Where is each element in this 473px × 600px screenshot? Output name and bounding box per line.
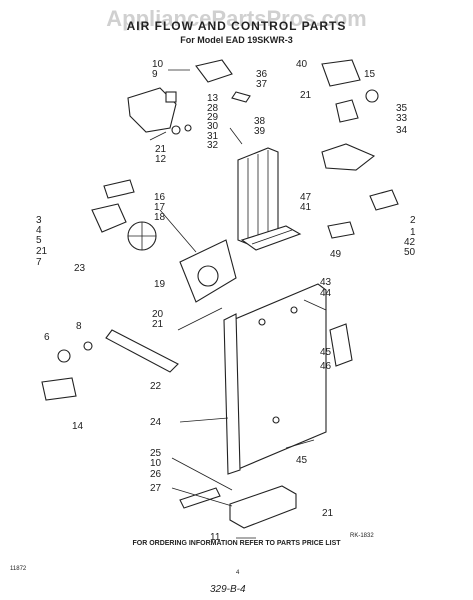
callout-label: 5: [36, 235, 42, 246]
left-code: 11872: [10, 566, 27, 572]
ordering-note: FOR ORDERING INFORMATION REFER TO PARTS …: [132, 540, 341, 547]
callout-label: 40: [296, 59, 308, 70]
callout-label: 49: [330, 249, 342, 260]
callout-label: 7: [36, 257, 42, 268]
callout-label: 35: [396, 103, 408, 114]
callout-label: 29: [207, 112, 219, 123]
callout-label: 47: [300, 192, 312, 203]
grille: [240, 225, 302, 251]
model-subtitle: For Model EAD 19SKWR-3: [180, 35, 293, 45]
diagram-code: RK-1832: [350, 533, 374, 539]
air-duct: [237, 147, 279, 245]
callout-label: 24: [150, 417, 162, 428]
callout-label: 6: [44, 332, 50, 343]
callout-label: 33: [396, 113, 408, 124]
callout-label: 26: [150, 469, 162, 480]
right-brackets: [327, 189, 399, 239]
callout-label: 9: [152, 69, 158, 80]
callout-label: 10: [152, 59, 164, 70]
callout-label: 46: [320, 361, 332, 372]
rear-panel: [227, 283, 327, 471]
callout-label: 27: [150, 483, 162, 494]
callout-label: 21: [36, 246, 48, 257]
callout-label: 17: [154, 202, 166, 213]
fan-shroud: [179, 239, 237, 303]
callout-label: 4: [36, 225, 42, 236]
callout-label: 22: [150, 381, 162, 392]
callout-label: 34: [396, 125, 408, 136]
callout-label: 2: [410, 215, 416, 226]
callout-label: 1: [410, 227, 416, 238]
callout-label: 19: [154, 279, 166, 290]
callout-label: 31: [207, 131, 219, 142]
callout-label: 43: [320, 277, 332, 288]
watermark: AppliancePartsPros.com: [106, 6, 367, 31]
callout-label: 16: [154, 192, 166, 203]
callout-label: 14: [72, 421, 84, 432]
callout-label: 21: [152, 319, 164, 330]
callout-label: 45: [320, 347, 332, 358]
callout-label: 42: [404, 237, 416, 248]
side-strip: [223, 313, 241, 475]
callout-label: 28: [207, 103, 219, 114]
callout-label: 50: [404, 247, 416, 258]
callout-label: 20: [152, 309, 164, 320]
callout-label: 13: [207, 93, 219, 104]
page-title: AIR FLOW AND CONTROL PARTS: [126, 19, 347, 33]
callout-label: 41: [300, 202, 312, 213]
callout-label: 11: [210, 532, 221, 543]
callout-label: 36: [256, 69, 268, 80]
callout-label: 15: [364, 69, 376, 80]
callout-label: 38: [254, 116, 266, 127]
handwritten-note: 329-B-4: [210, 584, 246, 595]
callout-label: 21: [322, 508, 334, 519]
callout-label: 37: [256, 79, 268, 90]
callout-label: 18: [154, 212, 166, 223]
leader-lines: [149, 69, 327, 539]
callout-label: 39: [254, 126, 266, 137]
callout-label: 30: [207, 121, 219, 132]
page-number: 4: [236, 570, 240, 576]
callout-label: 45: [296, 455, 308, 466]
callout-label: 3: [36, 215, 42, 226]
callout-label: 21: [155, 144, 167, 155]
bottom-tray: [179, 485, 297, 529]
knob: [41, 341, 93, 401]
deflector-bar: [105, 329, 179, 373]
callout-label: 32: [207, 140, 219, 151]
callout-label: 44: [320, 288, 332, 299]
callout-label: 8: [76, 321, 82, 332]
control-assembly: [321, 59, 379, 171]
callout-label: 12: [155, 154, 167, 165]
callout-label: 21: [300, 90, 312, 101]
callout-label: 25: [150, 448, 162, 459]
damper-housing: [127, 59, 251, 135]
callout-label: 23: [74, 263, 86, 274]
fan-motor: [91, 179, 157, 251]
callout-label: 10: [150, 458, 162, 469]
mounting-bracket: [329, 323, 353, 367]
